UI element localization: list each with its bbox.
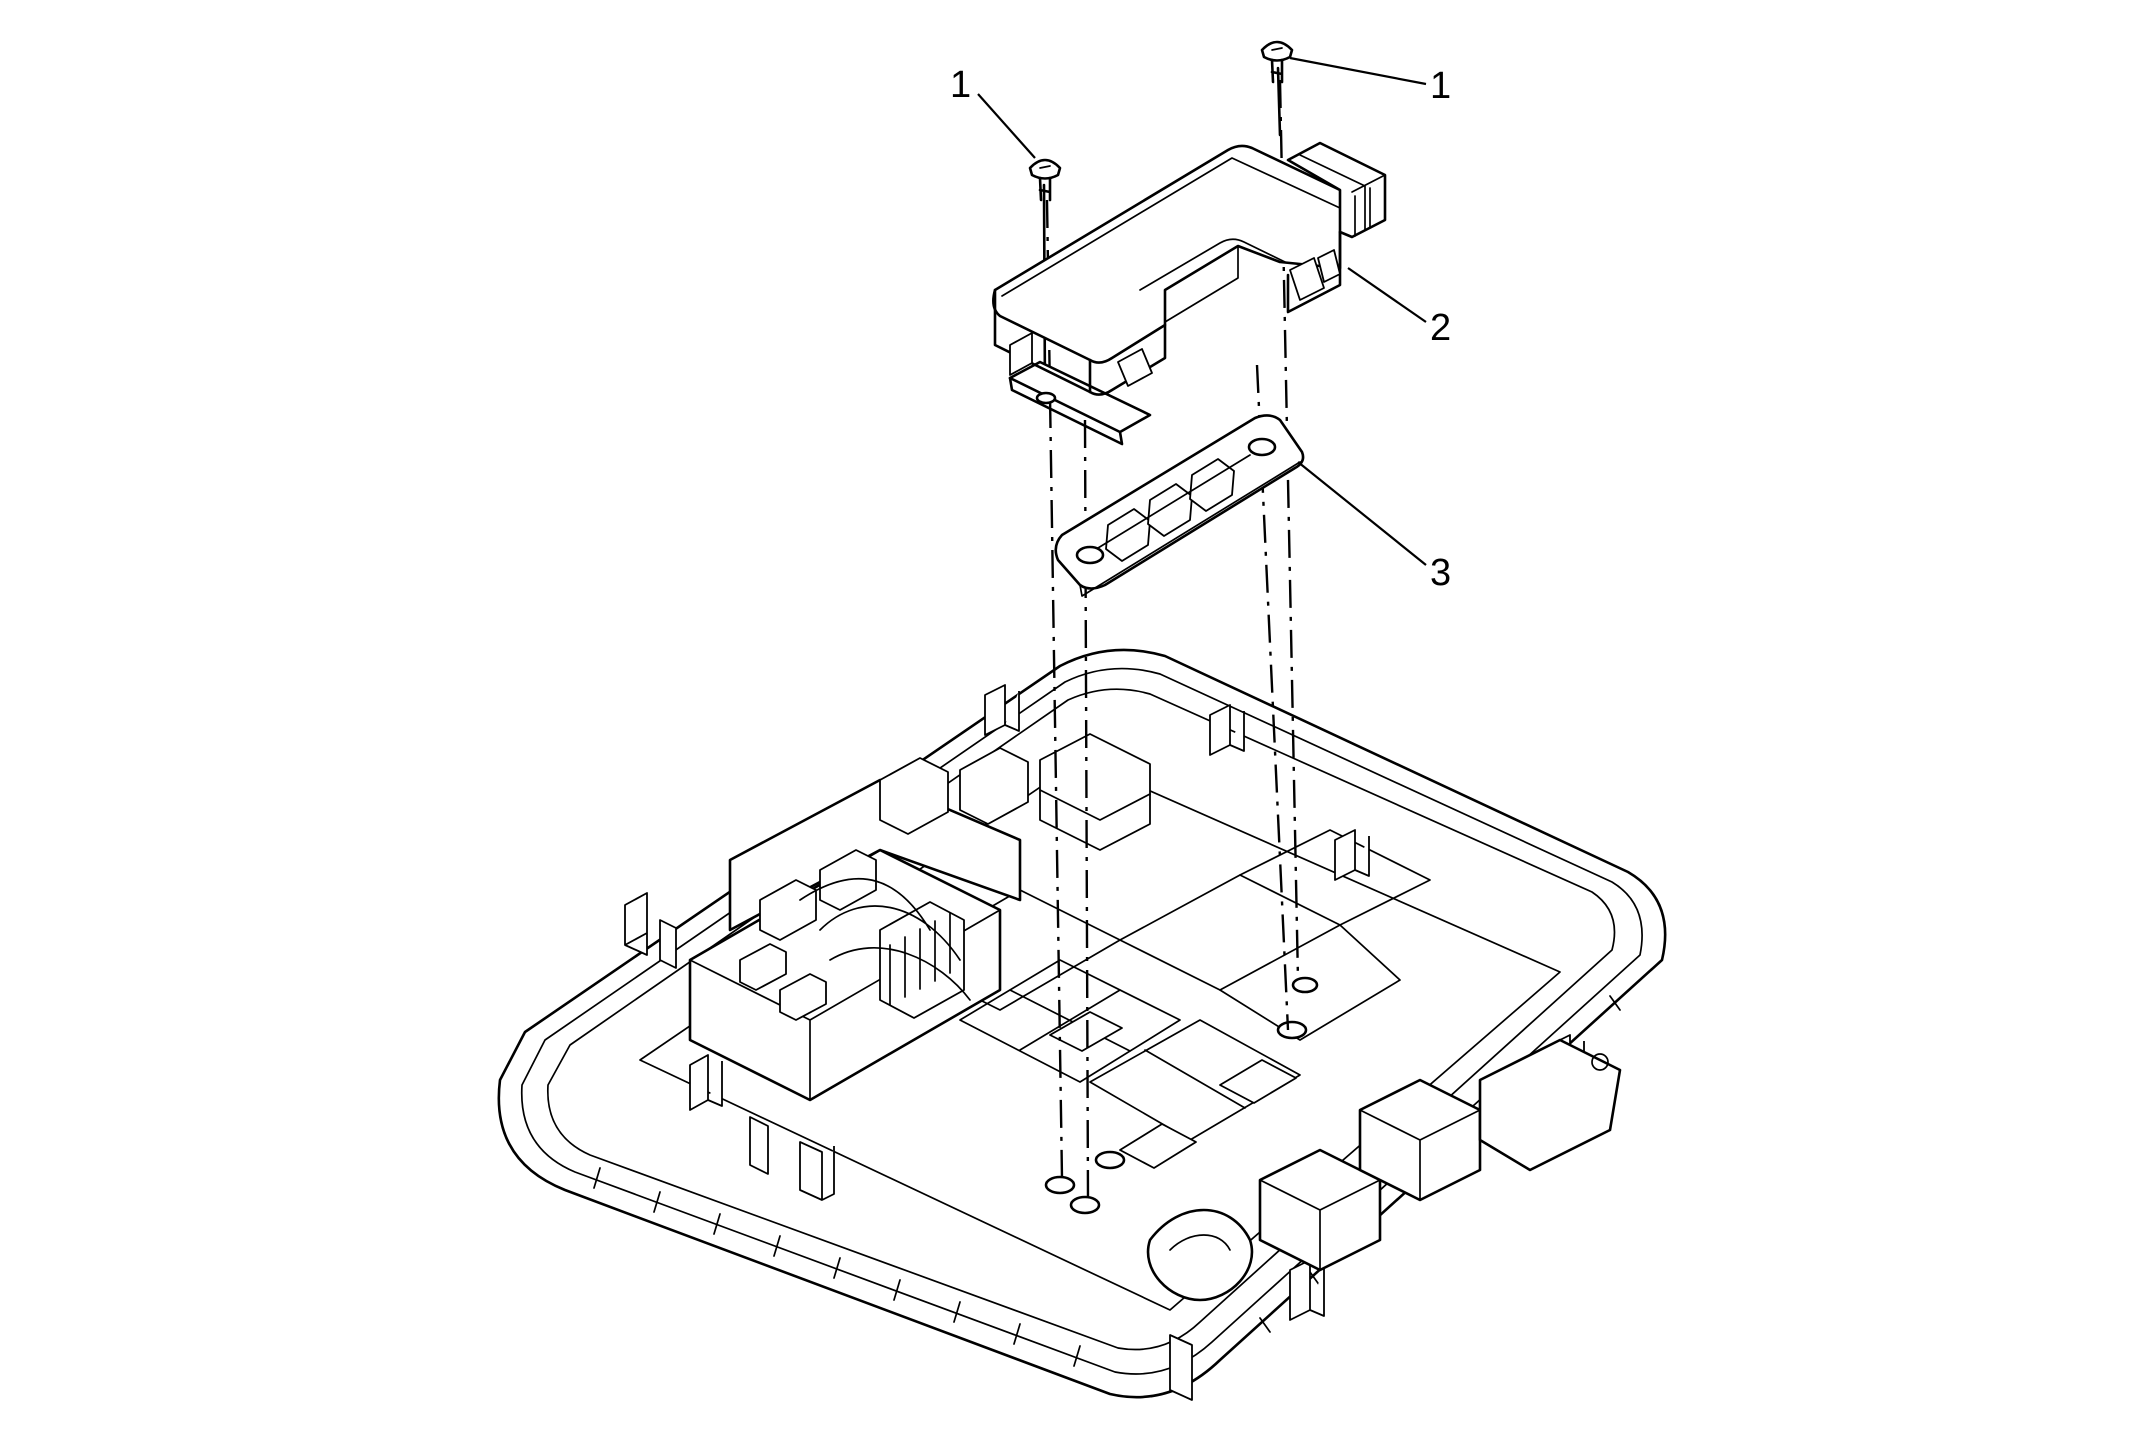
control-module [992, 141, 1387, 446]
callout-3: 3 [1297, 461, 1451, 594]
bracket-hole-left [1075, 545, 1105, 565]
callout-label-screw-right: 1 [1430, 65, 1451, 107]
screw-right [1260, 40, 1294, 84]
mounting-bracket [1054, 414, 1305, 597]
screw-left [1028, 158, 1062, 202]
callout-1-right: 1 [1289, 56, 1451, 107]
callout-label-bracket: 3 [1430, 552, 1451, 594]
callout-label-screw-left: 1 [950, 64, 971, 106]
housing-connector-block [688, 733, 1151, 1102]
callout-label-module: 2 [1430, 307, 1451, 349]
housing-switches [1146, 1038, 1622, 1302]
callout-2: 2 [1347, 267, 1451, 349]
housing-bosses [1044, 976, 1319, 1215]
overhead-console-housing [497, 648, 1667, 1401]
callout-1-left: 1 [950, 64, 1036, 159]
bracket-hole-right [1247, 437, 1277, 457]
